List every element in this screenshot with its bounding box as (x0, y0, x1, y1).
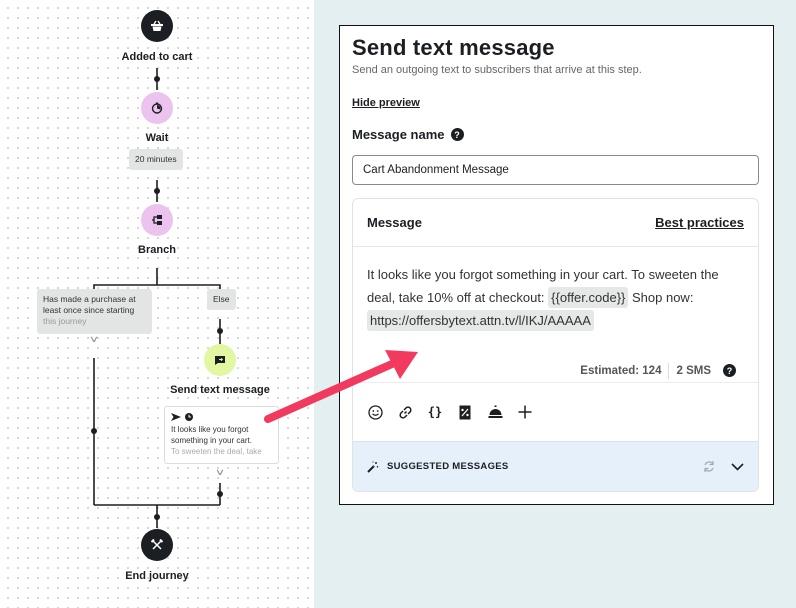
condition-line: this journey (43, 316, 87, 326)
end-icon (151, 539, 163, 550)
clock-icon (185, 413, 193, 421)
branch-condition-chip[interactable]: Has made a purchase at least once since … (37, 289, 152, 334)
branch-node[interactable] (141, 204, 173, 236)
message-name-label-text: Message name (352, 127, 445, 142)
suggested-messages-bar[interactable]: SUGGESTED MESSAGES (353, 441, 758, 491)
offer-icon[interactable] (457, 404, 473, 420)
message-toolbar: {} (353, 383, 758, 441)
concierge-icon[interactable] (487, 404, 503, 420)
link-token[interactable]: https://offersbytext.attn.tv/l/IKJ/AAAAA (367, 310, 594, 331)
help-icon[interactable]: ? (723, 364, 736, 377)
best-practices-link[interactable]: Best practices (655, 215, 744, 230)
message-editor[interactable]: It looks like you forgot something in yo… (353, 247, 758, 359)
message-text: Shop now: (628, 290, 694, 305)
preview-line: something in your cart. (171, 436, 252, 445)
branch-icon (152, 215, 162, 225)
branch-label: Branch (138, 244, 176, 256)
wait-label: Wait (145, 132, 169, 144)
message-name-input[interactable] (352, 155, 759, 185)
add-icon[interactable] (517, 404, 533, 420)
trigger-label: Added to cart (121, 51, 193, 63)
estimated-count: Estimated: 124 (580, 364, 662, 377)
suggested-messages-label: SUGGESTED MESSAGES (387, 461, 509, 472)
wait-node[interactable] (141, 92, 173, 124)
divider (668, 362, 670, 379)
expand-preview-chevron-icon[interactable]: ∨ (214, 467, 226, 477)
message-card-header: Message Best practices (353, 199, 758, 247)
send-text-node[interactable] (204, 344, 236, 376)
condition-line: least once since starting (43, 305, 135, 315)
message-name-label: Message name ? (352, 127, 464, 142)
panel-subtitle: Send an outgoing text to subscribers tha… (352, 64, 642, 76)
panel-title: Send text message (352, 35, 555, 60)
message-card: Message Best practices It looks like you… (352, 198, 759, 492)
message-count-bar: Estimated: 124 2 SMS ? (353, 359, 758, 383)
condition-line: Has made a purchase at (43, 294, 136, 304)
message-text: It looks like you forgot something in yo… (367, 267, 719, 305)
emoji-icon[interactable] (367, 404, 383, 420)
variable-icon[interactable]: {} (427, 405, 443, 419)
send-text-label: Send text message (170, 384, 270, 396)
wait-duration-chip[interactable]: 20 minutes (129, 149, 183, 170)
end-node[interactable] (141, 529, 173, 561)
magic-wand-icon (367, 461, 379, 473)
sms-preview-card[interactable]: It looks like you forgot something in yo… (164, 406, 279, 464)
preview-line: To sweeten the deal, take (171, 447, 262, 456)
trigger-node[interactable] (141, 10, 173, 42)
branch-else-chip[interactable]: Else (207, 289, 236, 310)
message-icon (215, 355, 225, 365)
refresh-icon[interactable] (703, 460, 715, 473)
offer-code-token[interactable]: {{offer.code}} (548, 287, 629, 308)
preview-line: It looks like you forgot (171, 425, 249, 434)
basket-icon (151, 20, 163, 31)
send-text-panel: Send text message Send an outgoing text … (339, 25, 774, 505)
hide-preview-link[interactable]: Hide preview (352, 97, 420, 109)
send-icon (171, 413, 181, 421)
message-label: Message (367, 215, 422, 230)
journey-canvas[interactable]: Added to cart Wait 20 minutes Branch Has… (0, 0, 314, 608)
timer-icon (151, 102, 163, 114)
link-icon[interactable] (397, 404, 413, 420)
chevron-down-icon[interactable] (731, 462, 744, 471)
sms-count: 2 SMS (676, 364, 711, 377)
help-icon[interactable]: ? (450, 128, 464, 141)
expand-condition-chevron-icon[interactable]: ∨ (88, 334, 100, 344)
end-label: End journey (125, 570, 189, 582)
